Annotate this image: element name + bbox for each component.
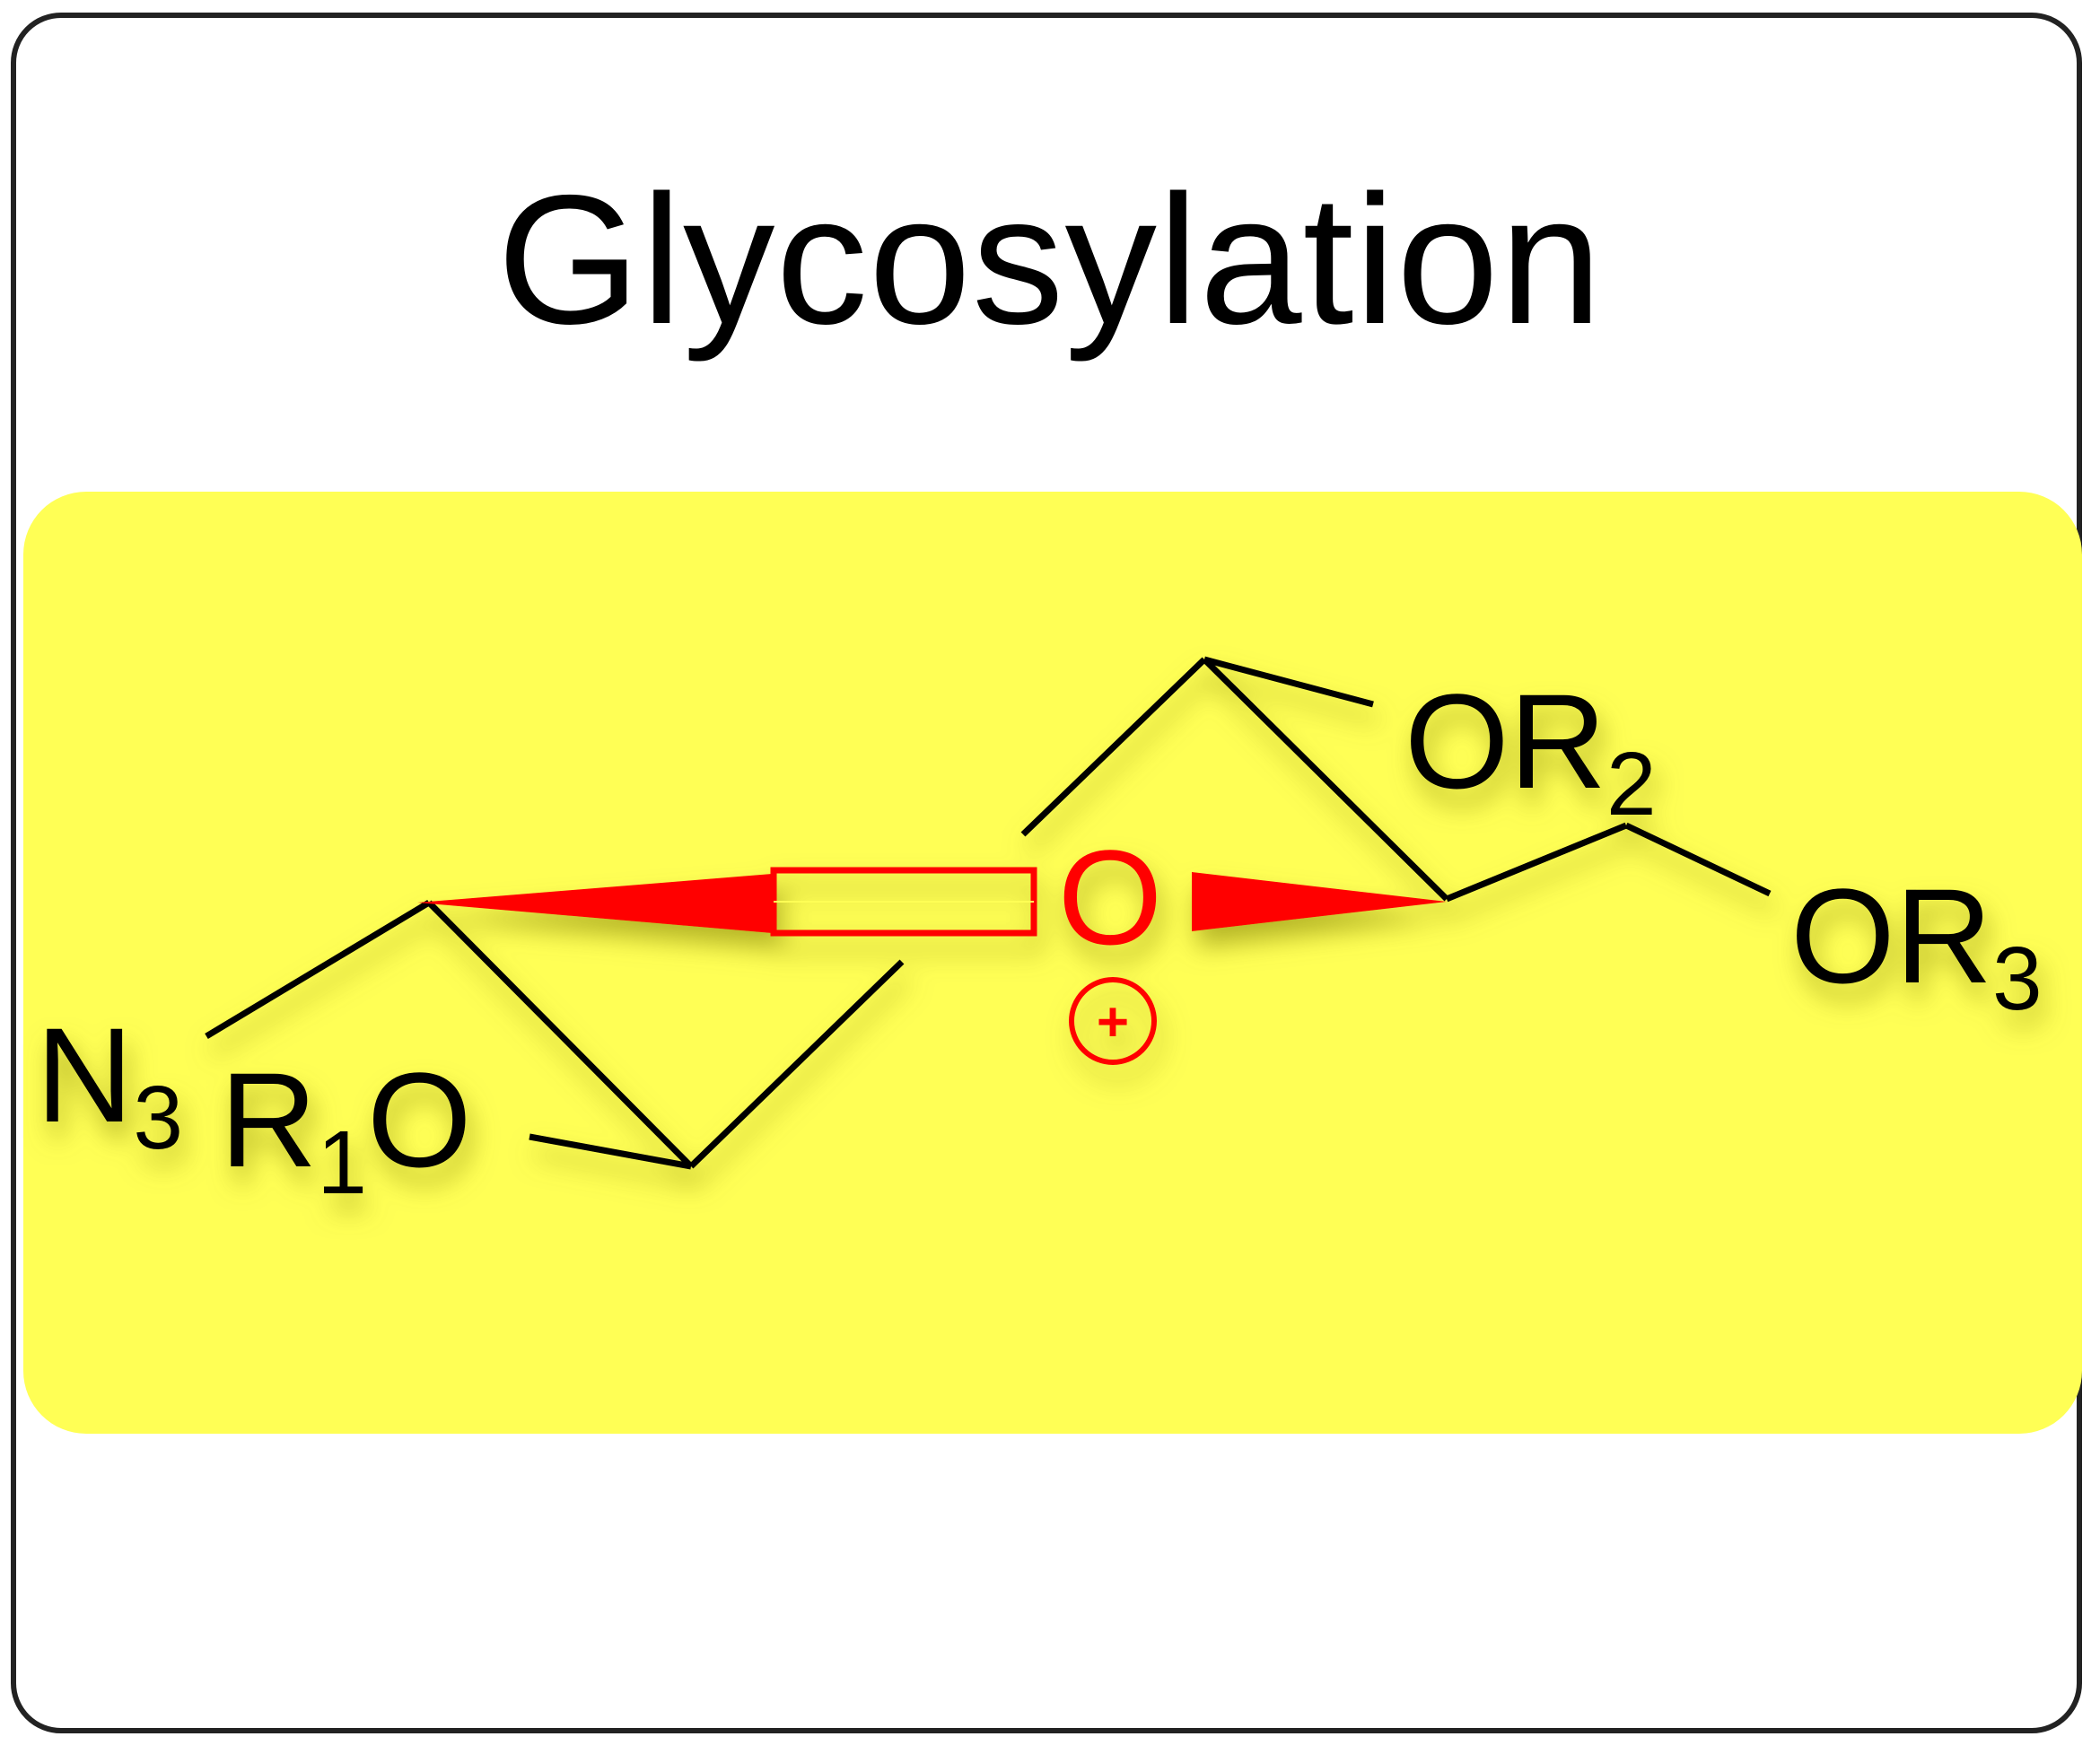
bond-c3-o (529, 1133, 692, 1170)
bond-c3-c2 (688, 959, 905, 1169)
wedge-bond-left (417, 874, 772, 933)
diagram-title: Glycosylation (496, 157, 1604, 362)
n3-label: N3 (36, 999, 183, 1168)
wedge-bond-right (1192, 872, 1447, 931)
bond-c6-or3 (1624, 822, 1772, 897)
r1o-label: R1O (220, 1044, 472, 1213)
bond-c5-c1 (1202, 657, 1449, 902)
bond-c4-c3 (426, 900, 694, 1169)
bond-n3-c4 (205, 899, 431, 1040)
ring-oxygen-label: O (1058, 822, 1163, 973)
highlight-panel (23, 492, 2082, 1434)
positive-charge-icon (1069, 977, 1157, 1065)
charge-label: + (1097, 991, 1129, 1053)
bond-c1-c6 (1445, 822, 1628, 903)
bond-ring-o-c5 (1020, 657, 1207, 837)
or2-label: OR2 (1404, 666, 1657, 834)
bond-c5-or2 (1203, 656, 1374, 708)
or3-label: OR3 (1790, 860, 2043, 1029)
